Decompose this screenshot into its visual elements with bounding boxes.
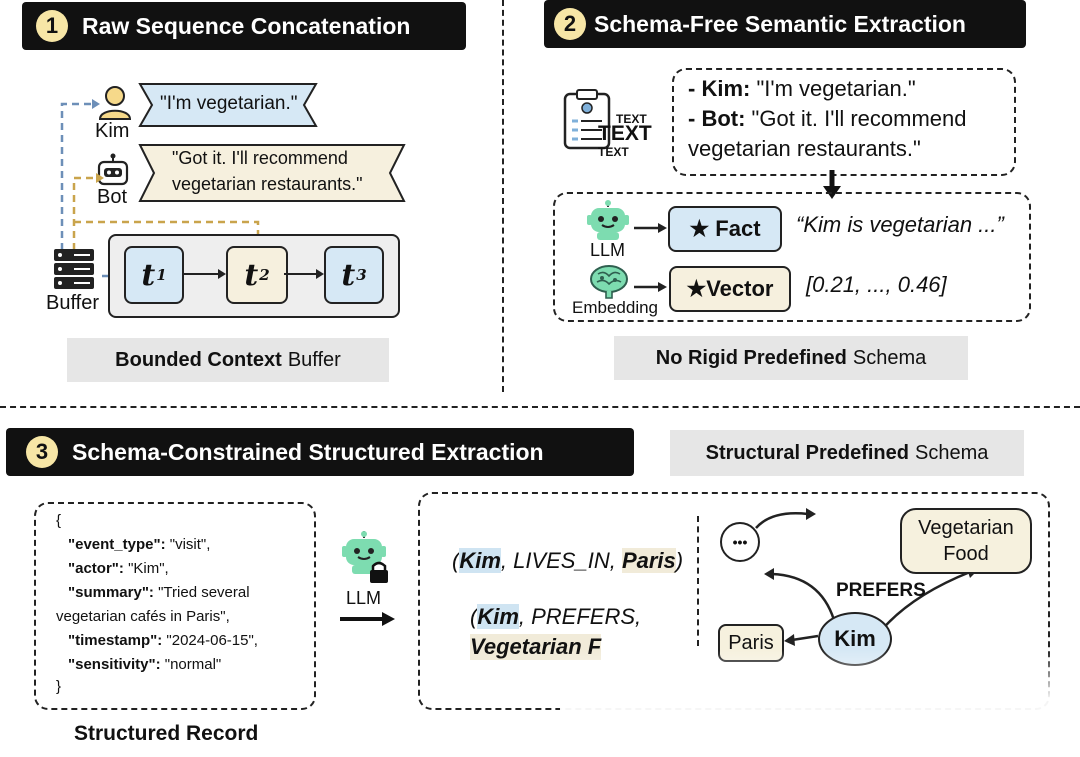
dialog-line-bot-2: vegetarian restaurants." [688, 136, 921, 161]
panel2-number-badge: 2 [554, 8, 586, 40]
embedding-label: Embedding [572, 298, 659, 317]
bot-label: Bot [97, 186, 128, 208]
triple-prefers: (Kim, PREFERS, [470, 604, 642, 629]
bot-message-line2: vegetarian restaurants." [172, 174, 363, 194]
brain-icon [590, 265, 628, 299]
dialog-box [672, 68, 1016, 176]
triple2-subject: Kim [477, 604, 519, 629]
vertical-divider [502, 0, 504, 392]
doc-text-small-1: TEXT [616, 112, 647, 126]
panel1-title: Raw Sequence Concatenation [82, 12, 411, 39]
doc-text-small-2: TEXT [598, 145, 629, 159]
panel3-title: Schema-Constrained Structured Extraction [72, 438, 544, 465]
llm-lock-robot-icon [342, 531, 388, 583]
token-arrows [182, 269, 324, 279]
graph-edge-prefers: PREFERS [836, 580, 926, 601]
record-line-summary: "summary": "Tried several [68, 584, 250, 601]
fact-value: “Kim is vegetarian ...” [796, 212, 1004, 237]
triple-lives-in: (Kim, LIVES_IN, Paris) [452, 548, 684, 573]
horizontal-divider [0, 406, 1080, 408]
panel2-title-bar: 2 Schema-Free Semantic Extraction [544, 0, 1026, 48]
graph-node-vegetarian-food: Vegetarian Food [900, 508, 1032, 574]
record-close-brace: } [56, 678, 62, 695]
record-caption: Structured Record [74, 722, 259, 745]
kim-message: "I'm vegetarian." [160, 93, 298, 114]
triple1-object: Paris [621, 548, 676, 573]
llm-robot-icon [587, 200, 629, 240]
doc-text-large: TEXT [598, 122, 652, 145]
clipboard-icon [563, 89, 611, 150]
record-open-brace: { [56, 512, 62, 529]
fact-arrow [634, 223, 667, 233]
structured-record-box [34, 502, 316, 710]
bot-message-banner [138, 144, 406, 202]
llm-label-panel2: LLM [590, 240, 626, 260]
vector-arrow [634, 282, 667, 292]
extraction-box [553, 192, 1031, 322]
panel3-number-badge: 3 [26, 436, 58, 468]
kim-label: Kim [95, 120, 130, 142]
kim-message-banner [138, 83, 318, 127]
dialog-line-bot: - Bot: "Got it. I'll recommend [688, 106, 967, 131]
panel2-title: Schema-Free Semantic Extraction [594, 10, 966, 37]
panel1-title-bar: 1 Raw Sequence Concatenation [22, 2, 466, 50]
record-line-actor: "actor": "Kim", [68, 560, 169, 577]
fact-pill: ★ Fact [668, 206, 782, 252]
record-line-timestamp: "timestamp": "2024-06-15", [68, 632, 258, 649]
dialog-line-kim: - Kim: "I'm vegetarian." [688, 76, 916, 101]
bottom-fade-overlay [560, 650, 1080, 757]
graph-node-more: ••• [720, 522, 760, 562]
panel1-number-badge: 1 [36, 10, 68, 42]
triple1-subject: Kim [459, 548, 501, 573]
record-line-sensitivity: "sensitivity": "normal" [68, 656, 222, 673]
robot-icon [97, 153, 129, 186]
vector-pill: ★Vector [669, 266, 791, 312]
vector-value: [0.21, ..., 0.46] [806, 272, 947, 297]
inner-divider [697, 516, 699, 646]
person-icon [98, 86, 132, 120]
buffer-label: Buffer [46, 292, 99, 314]
server-icon [54, 249, 94, 289]
llm-label-panel3: LLM [346, 588, 382, 608]
panel3-title-bar: 3 Schema-Constrained Structured Extracti… [6, 428, 634, 476]
record-line-summary-cont: vegetarian cafés in Paris", [56, 608, 230, 625]
llm-output-arrow [340, 612, 395, 626]
record-line-event-type: "event_type": "visit", [68, 536, 211, 553]
bot-message-line1: "Got it. I'll recommend [172, 148, 348, 168]
